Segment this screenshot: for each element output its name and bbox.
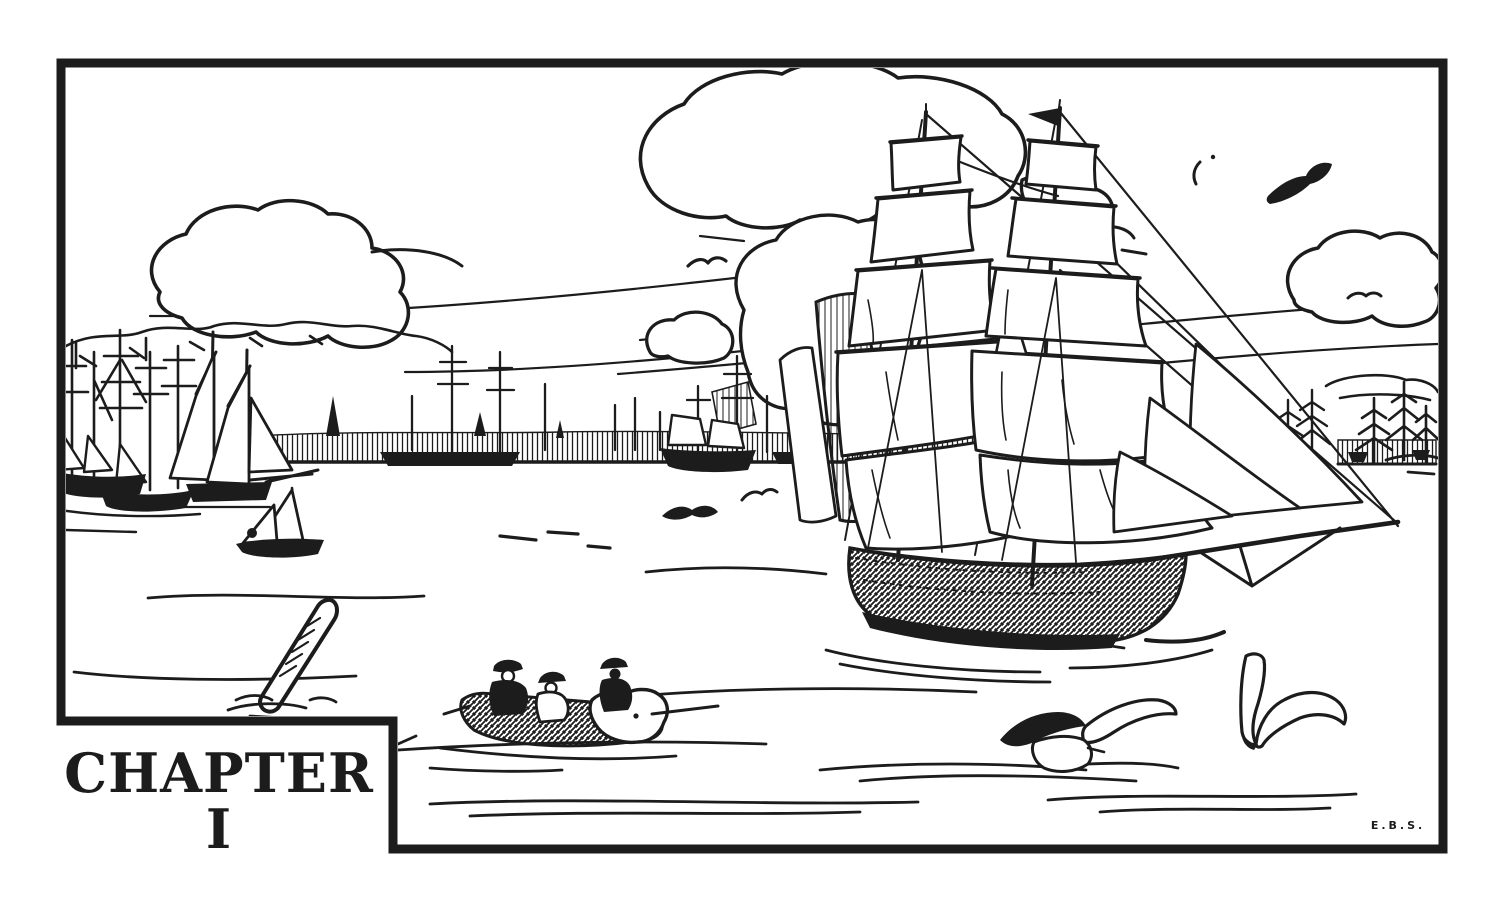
seagull-diving xyxy=(1239,652,1348,750)
martingale-rigging xyxy=(1198,526,1342,588)
seagull-dot xyxy=(1210,154,1216,160)
sailor-body xyxy=(489,680,529,716)
jib-sails xyxy=(1112,342,1364,534)
tree-shoreline-left xyxy=(66,320,454,370)
hull-plank-lines xyxy=(855,557,1101,595)
oars xyxy=(442,704,720,716)
sailor-hat xyxy=(538,671,566,683)
sailboat-foresail xyxy=(241,503,279,545)
hull-silhouette xyxy=(660,448,756,473)
artist-signature: E.B.S. xyxy=(1371,819,1425,832)
shrouds xyxy=(867,269,1077,563)
schooner xyxy=(168,330,320,509)
sailor-body xyxy=(534,690,570,724)
small-boats-right-shore xyxy=(1348,450,1430,462)
conifer-trees-right xyxy=(1354,380,1438,464)
sailor-head xyxy=(609,668,621,680)
seagull-curl-mark xyxy=(1192,160,1202,186)
hull-silhouette xyxy=(380,452,520,466)
seagull-check-center xyxy=(740,488,779,502)
anchored-ships-ripples xyxy=(66,508,202,534)
gull-right-wing xyxy=(1254,690,1348,749)
gull-far-wing xyxy=(1081,698,1178,745)
sailor-right xyxy=(599,657,633,712)
schooner-jib xyxy=(247,396,294,474)
fore-topgallant xyxy=(1006,197,1119,266)
cloud-small-mid xyxy=(645,310,735,365)
cloud-right xyxy=(1285,229,1438,329)
chapter-numeral: I xyxy=(206,797,232,861)
seagull-dark-over-water xyxy=(662,505,718,520)
sailor-hat xyxy=(493,659,523,673)
masthead-trucks xyxy=(925,99,1061,113)
gull-left-wing xyxy=(1239,652,1267,747)
seagull-small-sky xyxy=(686,256,728,268)
cloud-left-cluster xyxy=(149,198,411,350)
gull-near-wing xyxy=(1000,712,1086,747)
main-topgallant xyxy=(869,189,975,264)
chapter-word: CHAPTER xyxy=(64,741,374,805)
rowboat-shadow-ripples xyxy=(428,746,678,773)
clipper-ship xyxy=(778,99,1401,684)
ship-wake xyxy=(824,630,1226,684)
gaff-sail xyxy=(666,413,708,447)
fore-royal xyxy=(1024,139,1098,192)
piling-ripples xyxy=(226,694,338,721)
gull-body xyxy=(1030,734,1093,773)
sailor-left xyxy=(489,659,529,716)
gaff-sail xyxy=(66,428,86,472)
chapter-heading: CHAPTER I xyxy=(64,741,374,861)
seagull-check-right xyxy=(1346,291,1383,300)
gaff-sail xyxy=(82,434,114,474)
hull-silhouette xyxy=(66,472,146,498)
transom-dot xyxy=(633,713,639,719)
aft-gaff-sail xyxy=(778,346,838,524)
sailboat-hull xyxy=(236,538,324,558)
anchored-ships-left xyxy=(66,328,202,534)
gull-wing-tip-shade xyxy=(1241,732,1258,750)
rowboat xyxy=(428,657,720,773)
frame-border xyxy=(56,58,1448,854)
deck-rail xyxy=(848,546,1188,566)
wave-lines xyxy=(72,453,1438,818)
ship-hull xyxy=(847,545,1188,650)
cloud-left-extension xyxy=(370,248,464,268)
scene: E.B.S. xyxy=(66,68,1438,832)
mooring-piling xyxy=(226,597,339,721)
schooner-foresail xyxy=(168,352,216,482)
seagull-large-flying xyxy=(1000,698,1178,773)
main-royal xyxy=(889,135,963,192)
schooner-hull xyxy=(186,482,272,502)
hull-waterline-band xyxy=(862,612,1120,650)
sailor-body xyxy=(599,678,633,712)
foremast-sails xyxy=(970,139,1214,545)
gaff-sail xyxy=(706,418,746,450)
cloud-low-right-band xyxy=(1324,373,1438,402)
seagulls xyxy=(662,154,1383,773)
seagull-top-right xyxy=(1266,162,1332,204)
rowboat-crew xyxy=(489,657,633,724)
sailor-middle xyxy=(534,671,570,724)
sailboat-figure xyxy=(247,528,257,538)
hull-silhouette xyxy=(100,490,194,512)
inner-jib xyxy=(1112,450,1234,534)
fore-topsail xyxy=(984,267,1148,348)
gull-beak xyxy=(1086,746,1106,754)
piling-hatch xyxy=(278,616,322,678)
flag-pennant xyxy=(1028,108,1060,126)
small-sailboat xyxy=(236,486,324,558)
sailor-hat xyxy=(600,657,628,669)
